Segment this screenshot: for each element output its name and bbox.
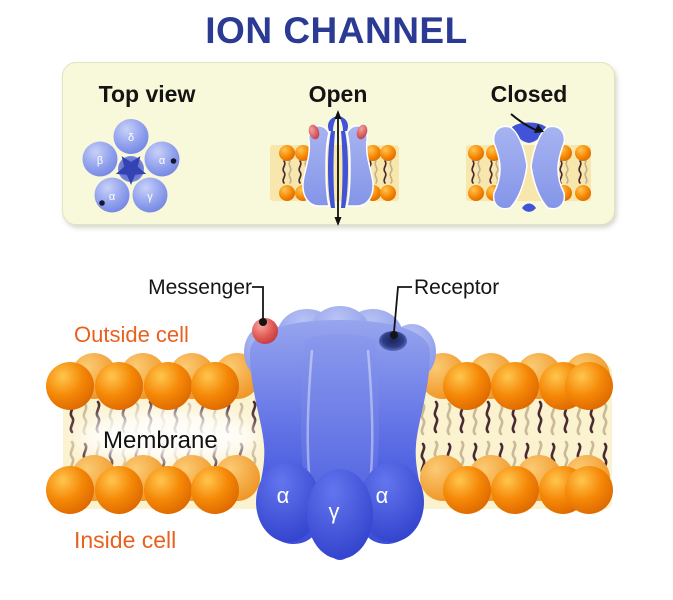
legend-panel: Top view Open Closed δ β <box>62 62 615 226</box>
membrane-cross-section: α γ α Messenger Receptor Outside cell Me… <box>0 270 673 600</box>
membrane-label: Membrane <box>103 427 218 454</box>
svg-text:β: β <box>97 155 103 167</box>
subunit-letters: α γ α <box>277 483 389 524</box>
receptor-callout-line <box>393 286 412 333</box>
gamma-subunit <box>307 469 373 559</box>
closed-channel-protein <box>492 122 566 212</box>
messenger-callout-dot <box>259 318 267 326</box>
messenger-molecule <box>252 318 278 344</box>
page-title: ION CHANNEL <box>205 10 468 51</box>
receptor-label: Receptor <box>414 276 500 299</box>
messenger-callout-line <box>252 286 264 320</box>
svg-text:δ: δ <box>128 132 134 144</box>
receptor-dot-right <box>170 158 177 164</box>
lipid-heads-front <box>46 362 613 514</box>
svg-text:α: α <box>376 483 389 508</box>
svg-text:γ: γ <box>147 191 153 203</box>
ion-flow-arrow <box>334 110 342 226</box>
central-pore-star <box>115 156 147 185</box>
svg-text:γ: γ <box>329 499 340 524</box>
ion-channel-protein: α γ α <box>244 306 436 560</box>
top-view-label: Top view <box>98 81 196 107</box>
svg-text:α: α <box>159 155 166 167</box>
closed-channel-figure <box>466 113 592 212</box>
svg-text:α: α <box>109 191 116 203</box>
blocked-entry-arrow <box>510 113 544 133</box>
svg-text:α: α <box>277 483 290 508</box>
receptor-dot-left <box>99 200 105 206</box>
closed-label: Closed <box>490 81 568 107</box>
receptor-callout-dot <box>390 331 398 339</box>
outside-cell-label: Outside cell <box>74 322 189 347</box>
top-view-figure: δ β α α γ <box>82 119 180 213</box>
open-channel-protein <box>302 116 374 208</box>
subunit-letters: δ β α α γ <box>97 132 166 203</box>
alpha-subunit-left <box>256 462 320 542</box>
membrane-label-glow <box>76 410 260 462</box>
messenger-label: Messenger <box>148 276 252 299</box>
open-label: Open <box>308 81 368 107</box>
receptor-site <box>379 331 407 351</box>
membrane-channel-svg: α γ α <box>46 286 613 560</box>
membrane-band <box>466 145 591 201</box>
callout-lines <box>252 286 412 333</box>
inside-cell-label: Inside cell <box>74 527 177 553</box>
messenger-cap-left <box>308 124 320 140</box>
alpha-subunit-right <box>360 462 424 542</box>
open-channel-figure <box>270 110 399 226</box>
messenger-cap-right <box>356 124 368 140</box>
